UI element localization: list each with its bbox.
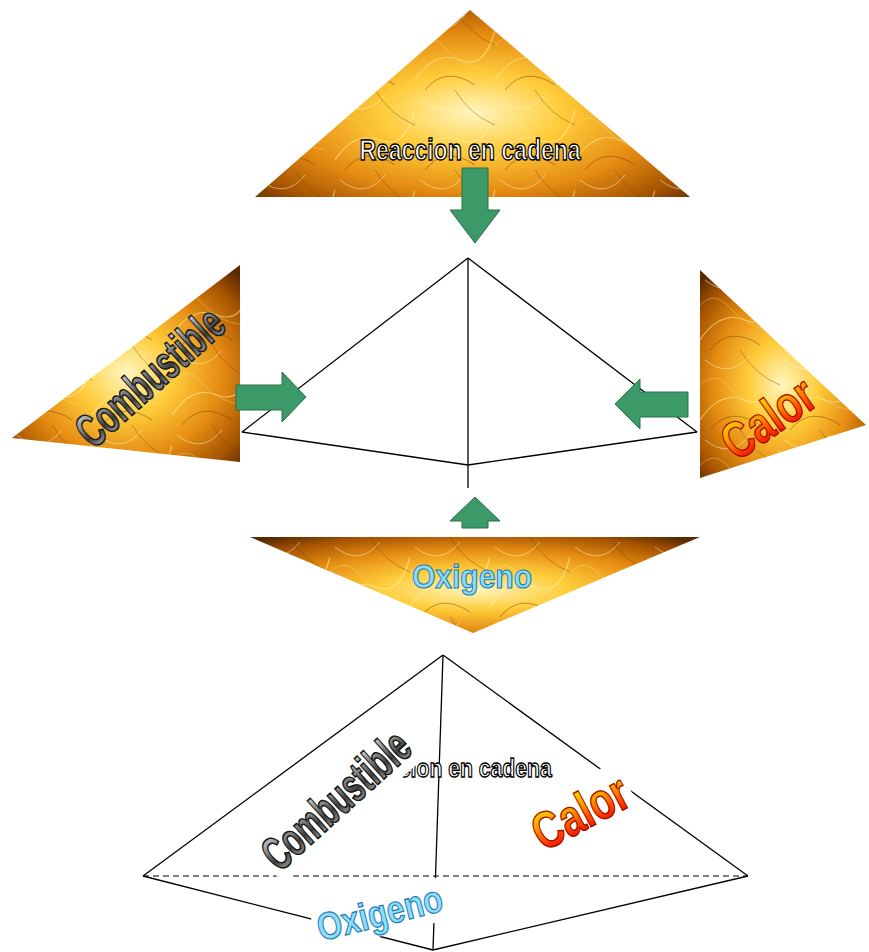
fire-triangle: Oxigeno	[250, 537, 700, 633]
fire-fill	[12, 265, 240, 462]
green-arrow	[450, 497, 500, 528]
oxy-label: Oxigeno	[412, 560, 532, 595]
label-holder: Reaccion en cadena	[356, 134, 585, 166]
hidden-edge	[143, 875, 748, 876]
oxy-label: Oxigeno	[313, 879, 447, 949]
fire-triangle: Combustible	[12, 265, 240, 462]
fire-texture	[250, 537, 700, 633]
fire-texture	[255, 10, 690, 197]
fire-shape	[255, 10, 690, 197]
green-arrow	[236, 372, 306, 422]
green-arrow	[615, 379, 688, 429]
chain-reaction-label: Reaccion en cadena	[359, 135, 580, 165]
pyramid-node: Reaccion en cadenaCombustibleCalorOxigen…	[140, 652, 752, 952]
label-holder: Oxigeno	[309, 877, 451, 951]
label-holder: Oxigeno	[408, 559, 536, 596]
fuel-label: Combustible	[252, 720, 421, 879]
fire-texture	[12, 265, 240, 462]
pyramid-edge	[433, 876, 748, 950]
fire-triangle: Reaccion en cadena	[255, 10, 690, 197]
label-holder: Combustible	[248, 717, 425, 884]
fire-triangle: Calor	[700, 270, 866, 478]
fire-fill	[700, 270, 866, 478]
pyramid-outline	[242, 258, 697, 488]
green-arrow	[450, 168, 500, 243]
fire-fill	[255, 10, 690, 197]
fire-fill	[250, 537, 700, 633]
fire-texture	[700, 270, 866, 478]
